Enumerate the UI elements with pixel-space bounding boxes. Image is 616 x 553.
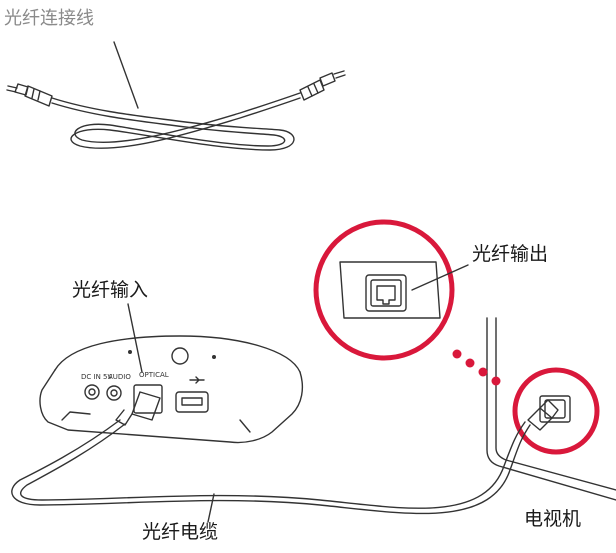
loose-optical-cable [6, 41, 346, 151]
right-cable-plug [299, 70, 346, 101]
connecting-cable [11, 419, 531, 523]
cable-title-leader [113, 41, 139, 109]
cable-label-leader [207, 493, 215, 523]
receiver-plug [115, 391, 161, 426]
optical-out-leader [411, 264, 469, 291]
optical-in-label: 光纤输入 [72, 279, 149, 301]
optical-in-leader [127, 303, 143, 373]
cable-title-label: 光纤连接线 [4, 8, 94, 29]
audio-port-label: AUDIO [108, 373, 131, 381]
tv-optical-port-zoom [512, 367, 600, 455]
zoom-connector-dots [452, 349, 501, 386]
optical-out-label: 光纤输出 [472, 243, 549, 265]
left-cable-plug [6, 83, 53, 107]
optical-output-zoom [313, 219, 469, 361]
optical-cable-label: 光纤电缆 [142, 521, 219, 543]
dc-port-label: DC IN 5V [81, 373, 113, 381]
tv-label: 电视机 [524, 508, 582, 530]
optical-port-label: OPTICAL [139, 371, 169, 379]
tv-plug [527, 399, 559, 431]
receiver-box [39, 303, 304, 444]
